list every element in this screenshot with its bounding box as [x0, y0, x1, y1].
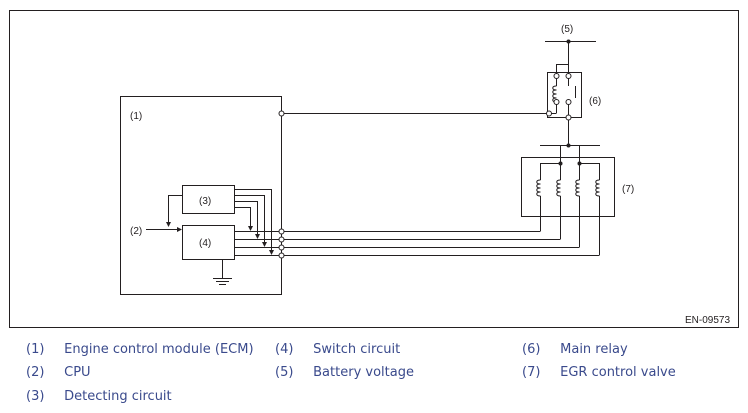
detecting-circuit-box	[182, 185, 235, 214]
legend-num: (4)	[275, 342, 294, 357]
main-relay-box	[547, 72, 582, 118]
callout-detecting: (3)	[199, 196, 211, 207]
relay-coil	[552, 85, 557, 103]
callout-switch: (4)	[199, 238, 211, 249]
legend-text: Engine control module (ECM)	[64, 342, 254, 357]
callout-battery: (5)	[561, 24, 573, 35]
legend-num: (5)	[275, 365, 294, 380]
wiring-diagram: (1) (2) (3) (4) (5) (6) (7) EN-09573	[9, 10, 739, 328]
egr-coil-1	[536, 179, 541, 197]
legend-text: Switch circuit	[313, 342, 401, 357]
legend-num: (3)	[26, 389, 45, 404]
legend-item-2: (2) CPU	[26, 365, 91, 380]
legend-item-1: (1) Engine control module (ECM)	[26, 342, 254, 357]
egr-coil-3	[575, 179, 580, 197]
figure-id: EN-09573	[685, 315, 730, 326]
legend-text: CPU	[64, 365, 91, 380]
legend-item-3: (3) Detecting circuit	[26, 389, 172, 404]
egr-valve-box	[521, 157, 615, 217]
legend-num: (6)	[522, 342, 541, 357]
legend-num: (1)	[26, 342, 45, 357]
callout-cpu: (2)	[130, 226, 142, 237]
switch-circuit-box	[182, 225, 235, 260]
legend-text: Detecting circuit	[64, 389, 172, 404]
legend-item-5: (5) Battery voltage	[275, 365, 414, 380]
egr-coil-2	[556, 179, 561, 197]
legend-text: Battery voltage	[313, 365, 414, 380]
egr-coil-4	[595, 179, 600, 197]
legend-item-4: (4) Switch circuit	[275, 342, 400, 357]
legend-text: Main relay	[560, 342, 628, 357]
callout-relay: (6)	[589, 96, 601, 107]
legend-text: EGR control valve	[560, 365, 676, 380]
legend-num: (7)	[522, 365, 541, 380]
legend-num: (2)	[26, 365, 45, 380]
ecm-box	[120, 96, 282, 295]
legend-item-7: (7) EGR control valve	[522, 365, 676, 380]
legend: (1) Engine control module (ECM) (2) CPU …	[0, 336, 748, 413]
callout-ecm: (1)	[130, 111, 142, 122]
legend-item-6: (6) Main relay	[522, 342, 628, 357]
diagram-frame	[9, 10, 739, 328]
callout-egr: (7)	[622, 184, 634, 195]
